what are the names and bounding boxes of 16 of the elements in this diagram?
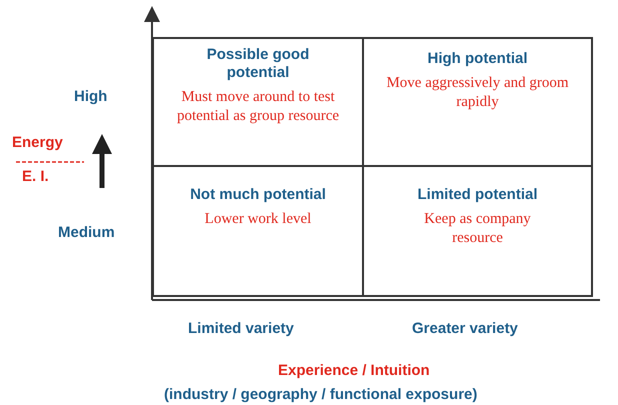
axis-tick-label: Greater variety	[412, 320, 518, 337]
axis-title: Experience / Intuition	[278, 362, 430, 379]
quadrant-heading: Limited potential	[416, 186, 538, 204]
axis-tick-label: Limited variety	[188, 320, 294, 337]
axis-tick-label: High	[74, 88, 108, 105]
axis-title: E. I.	[22, 168, 49, 185]
quadrant-heading: Not much potential	[189, 186, 327, 204]
quadrant-description: Move aggressively and groom rapidly	[385, 74, 570, 112]
quadrant-heading: Possible good potential	[206, 46, 310, 82]
axis-subtitle: (industry / geography / functional exposure)	[164, 386, 478, 403]
axis-title: Energy	[12, 134, 63, 151]
axis-tick-label: Medium	[58, 224, 115, 241]
quadrant-heading: High potential	[426, 50, 528, 68]
quadrant-description: Keep as company resource	[423, 210, 532, 248]
quadrant-description: Lower work level	[204, 210, 312, 229]
quadrant-description: Must move around to test potential as group resource	[176, 88, 340, 126]
